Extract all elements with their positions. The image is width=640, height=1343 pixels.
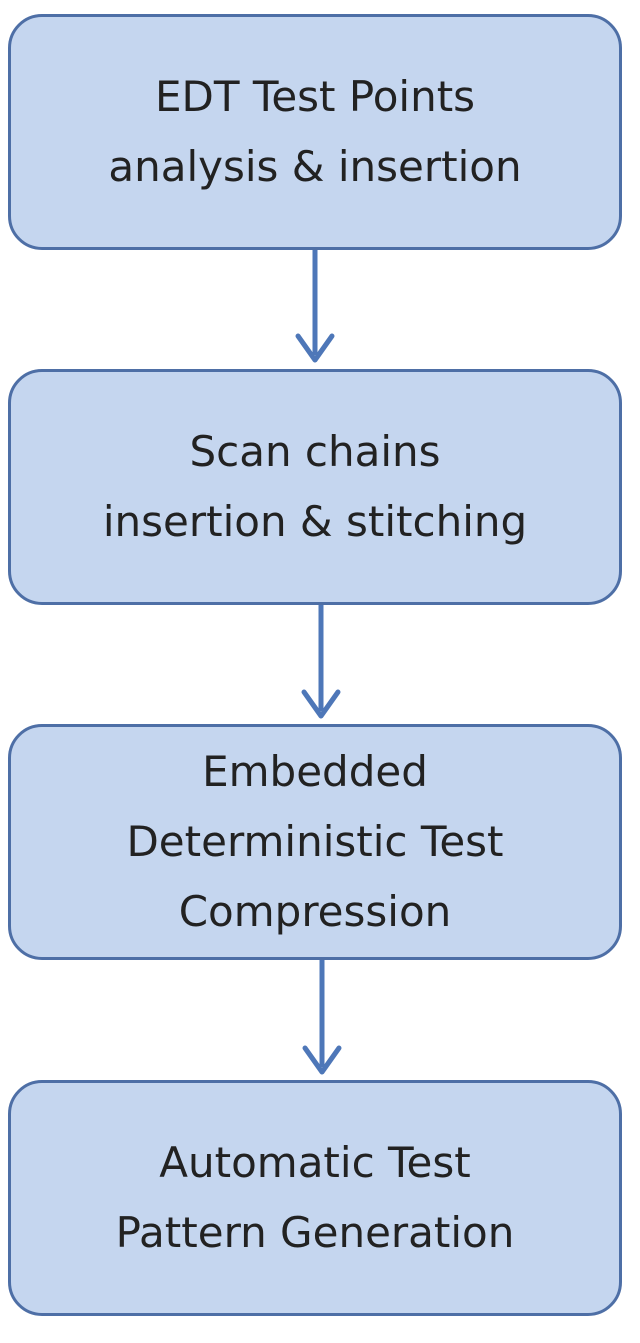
- step-label: EDT Test Points analysis & insertion: [108, 72, 522, 191]
- step-box-edt-test-points: EDT Test Points analysis & insertion: [8, 14, 622, 250]
- step-label: Automatic Test Pattern Generation: [115, 1138, 515, 1257]
- step-box-scan-chains: Scan chains insertion & stitching: [8, 369, 622, 605]
- arrow-step-3-to-4: [302, 960, 342, 1075]
- step-label: Scan chains insertion & stitching: [102, 427, 528, 546]
- arrow-step-2-to-3: [301, 605, 341, 719]
- arrow-step-1-to-2: [295, 250, 335, 363]
- step-label: Embedded Deterministic Test Compression: [126, 747, 504, 936]
- step-box-atpg: Automatic Test Pattern Generation: [8, 1080, 622, 1316]
- step-box-edt-compression: Embedded Deterministic Test Compression: [8, 724, 622, 960]
